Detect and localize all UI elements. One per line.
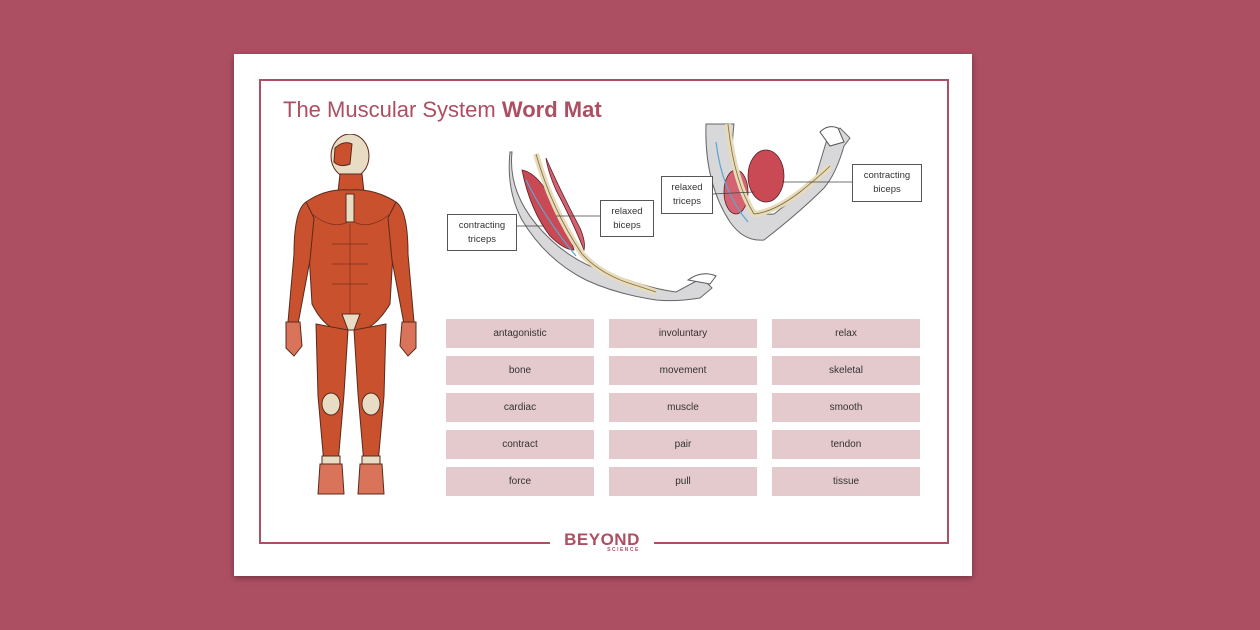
word-box: involuntary xyxy=(609,319,757,348)
title-bold: Word Mat xyxy=(501,97,602,122)
word-mat-sheet: The Muscular System Word Mat xyxy=(234,54,972,576)
title-main: The Muscular System xyxy=(283,97,496,122)
word-box: tendon xyxy=(772,430,920,459)
word-box: bone xyxy=(446,356,594,385)
straight-arm-diagram-icon xyxy=(508,151,717,302)
logo-text: BEYOND xyxy=(564,530,640,549)
word-box: force xyxy=(446,467,594,496)
word-box: pair xyxy=(609,430,757,459)
word-box: contract xyxy=(446,430,594,459)
word-box: skeletal xyxy=(772,356,920,385)
word-box: tissue xyxy=(772,467,920,496)
word-box: pull xyxy=(609,467,757,496)
word-box: antagonistic xyxy=(446,319,594,348)
label-relaxed-biceps: relaxed biceps xyxy=(600,200,654,237)
logo-subtext: SCIENCE xyxy=(607,547,640,553)
word-box: relax xyxy=(772,319,920,348)
label-contracting-biceps: contracting biceps xyxy=(852,164,922,202)
bent-arm-diagram-icon xyxy=(705,123,851,241)
page-title: The Muscular System Word Mat xyxy=(283,97,602,123)
word-grid: antagonistic involuntary relax bone move… xyxy=(446,319,922,496)
word-box: muscle xyxy=(609,393,757,422)
label-connectors xyxy=(517,181,852,227)
label-contracting-triceps: contracting triceps xyxy=(447,214,517,251)
human-muscle-figure-icon xyxy=(285,134,417,495)
word-box: cardiac xyxy=(446,393,594,422)
label-relaxed-triceps: relaxed triceps xyxy=(661,176,713,214)
word-box: smooth xyxy=(772,393,920,422)
word-box: movement xyxy=(609,356,757,385)
beyond-logo: BEYOND SCIENCE xyxy=(550,528,654,553)
